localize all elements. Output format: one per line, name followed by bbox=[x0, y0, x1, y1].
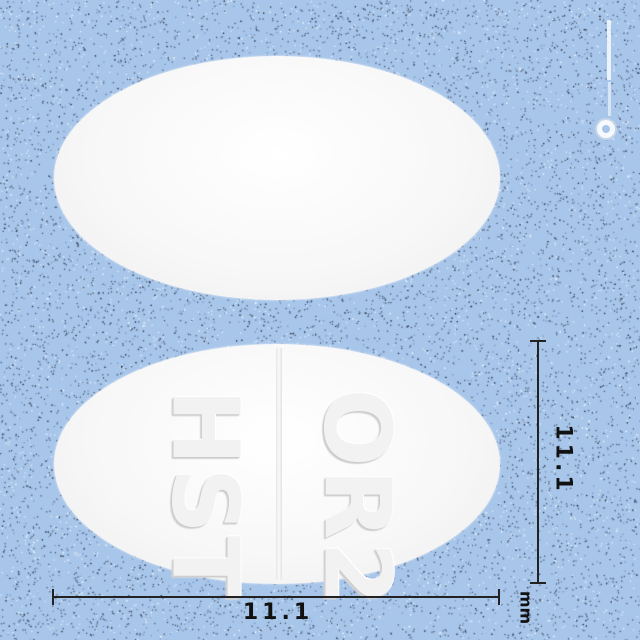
width-dimension-tick-right bbox=[498, 589, 500, 605]
watermark-text bbox=[600, 20, 616, 116]
width-dimension-line bbox=[52, 596, 500, 598]
height-dimension-tick-bottom bbox=[530, 582, 546, 584]
tablet-front-side bbox=[54, 56, 500, 300]
width-dimension-tick-left bbox=[52, 589, 54, 605]
tablet-imprint-left: HST bbox=[151, 388, 259, 601]
unit-label: mm bbox=[516, 590, 536, 625]
width-dimension-label: 11.1 bbox=[242, 600, 314, 625]
height-dimension-line bbox=[537, 340, 539, 584]
tablet-imprint-right: OR2 bbox=[303, 388, 411, 608]
height-dimension-label: 11.1 bbox=[550, 424, 576, 495]
watermark-lettering-graphic bbox=[607, 20, 611, 116]
seal-logo-icon bbox=[595, 118, 617, 140]
height-dimension-tick-top bbox=[530, 340, 546, 342]
watermark bbox=[592, 16, 622, 146]
tablet-score-line bbox=[276, 348, 282, 580]
